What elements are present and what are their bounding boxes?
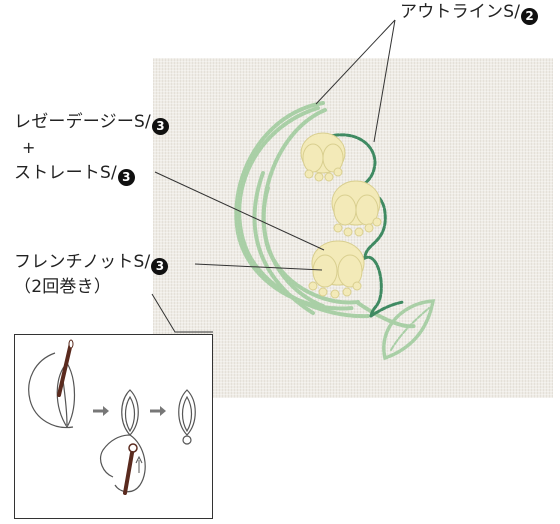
thread-count-badge: 2 [521,8,539,25]
plus-sign: + [22,138,36,157]
flower-middle [331,180,382,237]
french-knot-turns: （2回巻き） [14,277,112,297]
flower-bottom [308,240,365,299]
outline-stitch-label: アウトラインS/2 [400,2,539,25]
french-knot-label: フレンチノットS/3 [14,252,169,275]
embroidery-artwork [234,101,436,361]
french-knot-text: フレンチノットS/ [14,252,151,272]
lazy-daisy-label: レゼーデージーS/3 [14,112,169,135]
embroidery-photo [153,58,553,398]
lazy-daisy-text: レゼーデージーS/ [14,112,151,132]
flower-top [300,132,346,182]
stitch-diagram-illustration [28,339,196,495]
outline-stitch-text: アウトラインS/ [400,2,521,22]
straight-stitch-label: ストレートS/3 [14,163,135,186]
straight-stitch-text: ストレートS/ [14,163,117,183]
thread-count-badge: 3 [151,258,169,275]
thread-count-badge: 3 [151,118,169,135]
thread-count-badge: 3 [117,169,135,186]
stitch-diagram [14,334,213,519]
